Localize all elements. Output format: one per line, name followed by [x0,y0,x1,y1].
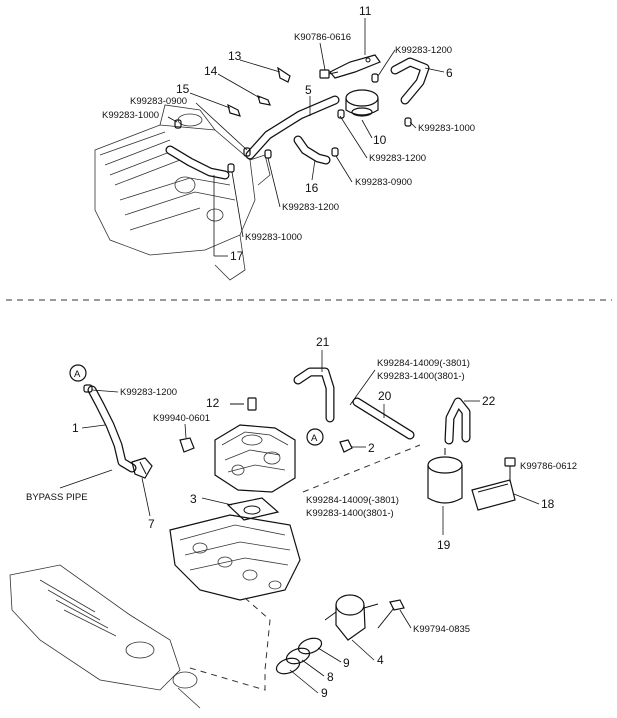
code-k99283-1200-b: K99283-1200 [369,153,426,164]
callout-9b: 9 [321,686,328,700]
hose-5-top [245,95,340,160]
code-k99284-14009-a: K99284-14009(-3801) [377,358,470,369]
fitting-k99940-0601 [179,437,195,453]
callout-13: 13 [228,49,242,63]
valve-cover-lower [9,564,201,709]
hose-6 [390,57,430,105]
top-callouts: 11 K90786-0616 K99283-1200 6 13 14 15 5 … [102,4,475,263]
callout-14: 14 [204,64,218,78]
intake-manifold [169,514,301,601]
code-k99283-1000-a: K99283-1000 [102,110,159,121]
callout-20: 20 [378,389,392,403]
code-k99283-1400-a: K99283-1400(3801-) [377,371,465,382]
small-parts-13-14-15 [227,66,291,117]
bolt-12 [230,397,257,411]
code-k99283-1200-c: K99283-1200 [282,202,339,213]
callout-6: 6 [446,66,453,80]
callout-17: 17 [230,249,244,263]
code-k99283-1200-d: K99283-1200 [120,387,177,398]
callout-8: 8 [327,670,334,684]
callout-10: 10 [373,133,387,147]
callout-1: 1 [72,421,79,435]
callout-11: 11 [359,4,372,18]
code-k99283-1400-b: K99283-1400(3801-) [306,508,394,519]
top-engine-illustration [94,104,271,281]
bottom-callouts: K99283-1200 1 BYPASS PIPE 7 12 K99940-06… [26,335,577,700]
hose-17 [165,145,230,180]
callout-19: 19 [437,538,451,552]
fuel-filter-19 [427,448,463,504]
callout-15: 15 [176,82,190,96]
ref-mark-a2: A [306,428,324,446]
code-k99283-1200-a: K99283-1200 [395,45,452,56]
callout-5: 5 [305,83,312,97]
gaskets-8-9 [275,637,323,675]
bracket-11 [329,54,381,79]
bolt-k99794-0835 [377,599,405,629]
fuel-line-dashed [189,597,271,691]
carburetor-assembly [214,424,296,493]
bracket-18 [471,479,516,511]
code-k99283-1000-c: K99283-1000 [245,232,302,243]
clip-7 [131,457,153,479]
clamp-a [83,384,93,393]
code-k99786-0612: K99786-0612 [520,461,577,472]
hose-22 [444,397,471,445]
bolt-k90786-0616 [319,69,339,79]
bolt-k99786-0612 [504,457,516,482]
hose-21 [293,367,335,423]
hose-1 [87,385,137,473]
callout-22: 22 [482,394,496,408]
hose-16 [293,135,331,165]
label-bypass-pipe: BYPASS PIPE [26,492,88,503]
ref-mark-a2-label: A [311,433,318,444]
code-k99284-14009-b: K99284-14009(-3801) [306,495,399,506]
fuel-pump-4 [324,594,379,641]
callout-2: 2 [368,441,375,455]
code-k99794-0835: K99794-0835 [413,624,470,635]
fuel-filter-10 [345,89,379,117]
callout-16: 16 [305,181,319,195]
gasket-3 [226,497,280,521]
ref-mark-a1: A [69,364,87,382]
code-k99283-1000-b: K99283-1000 [418,123,475,134]
callout-7: 7 [148,517,155,531]
code-k99283-0900-a: K99283-0900 [130,96,187,107]
ref-mark-a1-label: A [74,369,81,380]
callout-18: 18 [541,497,555,511]
code-k99283-0900-b: K99283-0900 [355,177,412,188]
callout-12: 12 [206,396,220,410]
fuel-line-dashed-2 [302,444,421,493]
callout-3: 3 [190,492,197,506]
pipe-20 [352,397,415,440]
code-k99940-0601: K99940-0601 [153,413,210,424]
callout-21: 21 [316,335,330,349]
code-k90786-0616: K90786-0616 [294,32,351,43]
nut-2 [339,439,353,453]
callout-4: 4 [377,653,384,667]
callout-9a: 9 [343,656,350,670]
